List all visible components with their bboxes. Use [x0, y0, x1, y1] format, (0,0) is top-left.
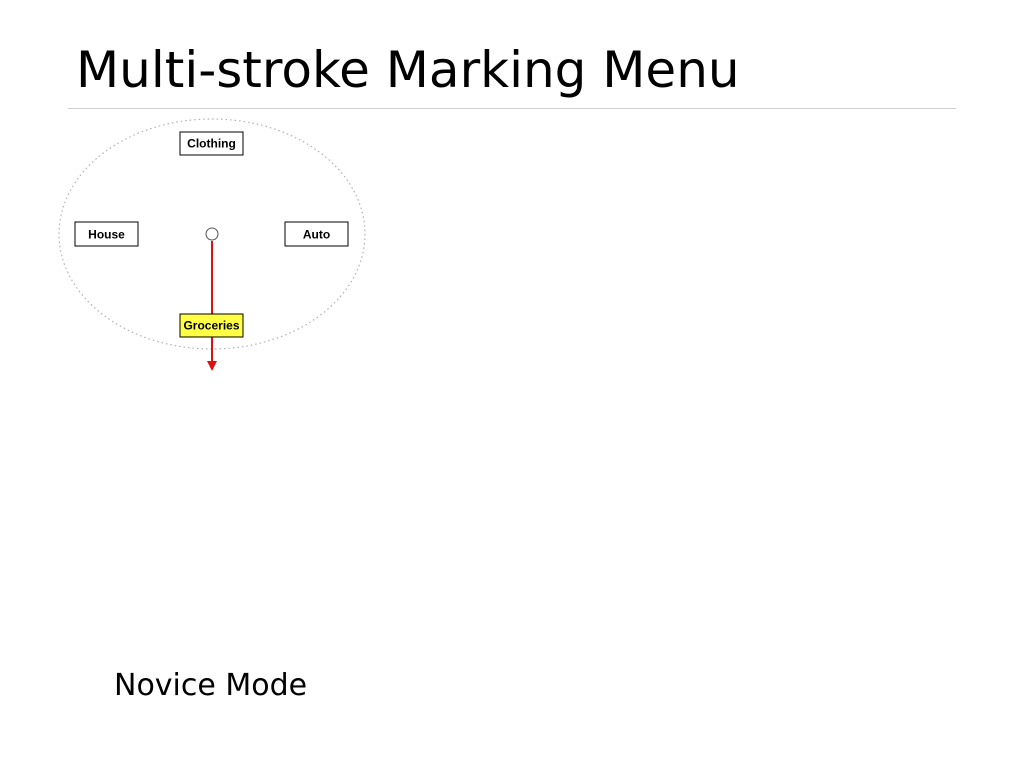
menu-item-house[interactable]: House: [74, 221, 139, 247]
menu-item-house-box: [74, 221, 139, 247]
menu-center-point: [205, 227, 219, 241]
mode-caption: Novice Mode: [114, 668, 308, 703]
menu-item-groceries-label: Groceries: [183, 319, 239, 333]
menu-item-auto-box: [284, 221, 349, 247]
menu-item-clothing[interactable]: Clothing: [179, 131, 244, 156]
menu-item-auto[interactable]: Auto: [284, 221, 349, 247]
menu-item-clothing-box: [179, 131, 244, 156]
title-divider: [68, 108, 956, 109]
slide-title: Multi-stroke Marking Menu: [76, 41, 740, 99]
menu-item-house-label: House: [88, 228, 125, 242]
menu-item-auto-label: Auto: [303, 228, 330, 242]
menu-item-groceries-box: [179, 313, 244, 338]
menu-item-clothing-label: Clothing: [187, 137, 236, 151]
menu-item-groceries[interactable]: Groceries: [179, 313, 244, 338]
